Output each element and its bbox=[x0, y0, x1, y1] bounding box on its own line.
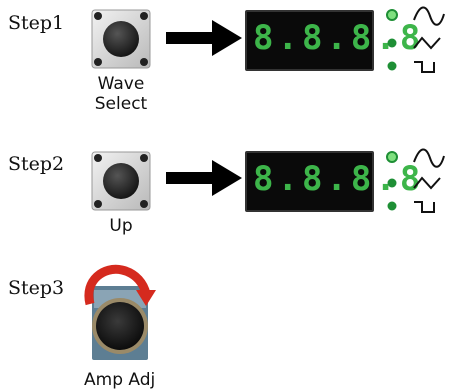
square-wave-icon bbox=[414, 61, 435, 73]
led-square bbox=[387, 201, 397, 211]
sine-wave-icon bbox=[413, 6, 445, 26]
led-triangle bbox=[387, 38, 397, 48]
up-caption: Up bbox=[109, 216, 133, 236]
led-sine bbox=[386, 151, 398, 163]
led-indicators bbox=[386, 148, 445, 213]
led-square bbox=[387, 61, 397, 71]
triangle-wave-icon bbox=[413, 36, 441, 50]
led-sine bbox=[386, 9, 398, 21]
seven-segment-display: 8.8.8.8 bbox=[245, 10, 420, 71]
sine-wave-icon bbox=[413, 148, 445, 168]
seven-segment-display: 8.8.8.8 bbox=[245, 151, 420, 212]
amp-adj-caption: Amp Adj bbox=[84, 370, 156, 390]
led-triangle bbox=[387, 178, 397, 188]
pushbutton-up-icon[interactable] bbox=[90, 150, 152, 212]
square-wave-icon bbox=[414, 201, 435, 213]
display-digits: 8.8.8.8 bbox=[253, 18, 425, 58]
step2-label: Step2 bbox=[8, 153, 65, 175]
step3-label: Step3 bbox=[8, 277, 65, 299]
wave-caption-line1: Wave bbox=[97, 74, 145, 94]
led-indicators bbox=[386, 6, 445, 73]
pushbutton-wave-select-icon[interactable] bbox=[90, 8, 152, 70]
step1-label: Step1 bbox=[8, 12, 65, 34]
wave-caption-line2: Select bbox=[94, 94, 148, 114]
potentiometer-knob-icon[interactable] bbox=[82, 264, 158, 364]
rotate-arrow-icon bbox=[84, 264, 151, 306]
arrow-right-icon bbox=[166, 20, 242, 56]
arrow-right-icon bbox=[166, 160, 242, 196]
triangle-wave-icon bbox=[413, 176, 441, 190]
